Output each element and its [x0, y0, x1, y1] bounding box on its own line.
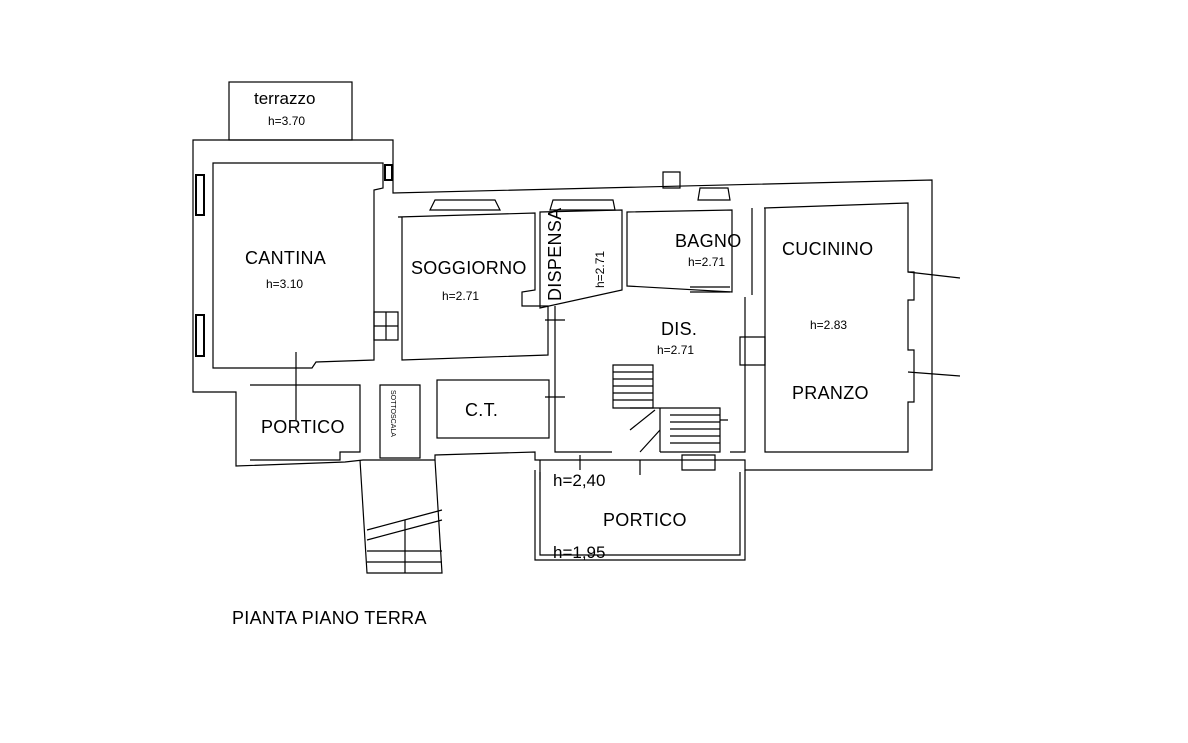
dis-height: h=2.71	[657, 343, 695, 357]
dis-wall-right	[730, 297, 746, 453]
cantina-height: h=3.10	[266, 277, 304, 291]
column	[739, 336, 766, 366]
external-stairs	[359, 459, 443, 574]
soggiorno-window	[429, 199, 501, 211]
bagno-window	[697, 187, 731, 201]
cantina-window-left-bottom	[195, 314, 205, 357]
stairs	[612, 364, 721, 453]
outer-wall	[192, 139, 933, 471]
bagno-label: BAGNO	[675, 231, 742, 251]
dis-label: DIS.	[661, 319, 698, 339]
soggiorno-walls	[397, 212, 549, 361]
stair-landing	[681, 454, 716, 471]
soggiorno-label: SOGGIORNO	[411, 258, 527, 278]
plan-title: PIANTA PIANO TERRA	[232, 608, 427, 628]
sottoscala-label: SOTTOSCALA	[389, 390, 396, 437]
dispensa-height: h=2.71	[593, 250, 607, 288]
portico-front-height-bottom: h=1,95	[553, 543, 606, 562]
cantina-window-top-right	[384, 164, 393, 181]
cucinino-walls-right	[907, 271, 961, 377]
portico-left-label: PORTICO	[261, 417, 345, 437]
bagno-door	[690, 286, 730, 293]
portico-left-walls	[250, 384, 361, 461]
cucinino-height: h=2.83	[810, 318, 848, 332]
pranzo-label: PRANZO	[792, 383, 869, 403]
chimney	[662, 171, 681, 189]
portico-front-label: PORTICO	[603, 510, 687, 530]
cucinino-label: CUCININO	[782, 239, 874, 259]
terrazzo-height: h=3.70	[268, 114, 306, 128]
dispensa-label: DISPENSA	[545, 207, 565, 301]
sottoscala-walls	[379, 384, 421, 459]
passage-blocks	[373, 311, 399, 341]
portico-front-height-top: h=2,40	[553, 471, 606, 490]
dis-wall-left	[554, 306, 612, 453]
cantina-walls	[212, 162, 384, 369]
dispensa-walls	[539, 209, 623, 309]
dispensa-door	[549, 199, 616, 211]
ct-label: C.T.	[465, 400, 499, 420]
soggiorno-height: h=2.71	[442, 289, 480, 303]
ct-outline	[436, 379, 550, 439]
cantina-label: CANTINA	[245, 248, 327, 268]
cantina-window-left-top	[195, 174, 205, 216]
bagno-height: h=2.71	[688, 255, 726, 269]
portico-front-inner	[539, 472, 741, 556]
portico-front-walls	[534, 470, 746, 561]
tick-marks	[295, 319, 728, 480]
terrazzo-label: terrazzo	[254, 89, 316, 108]
bagno-walls	[626, 209, 733, 293]
